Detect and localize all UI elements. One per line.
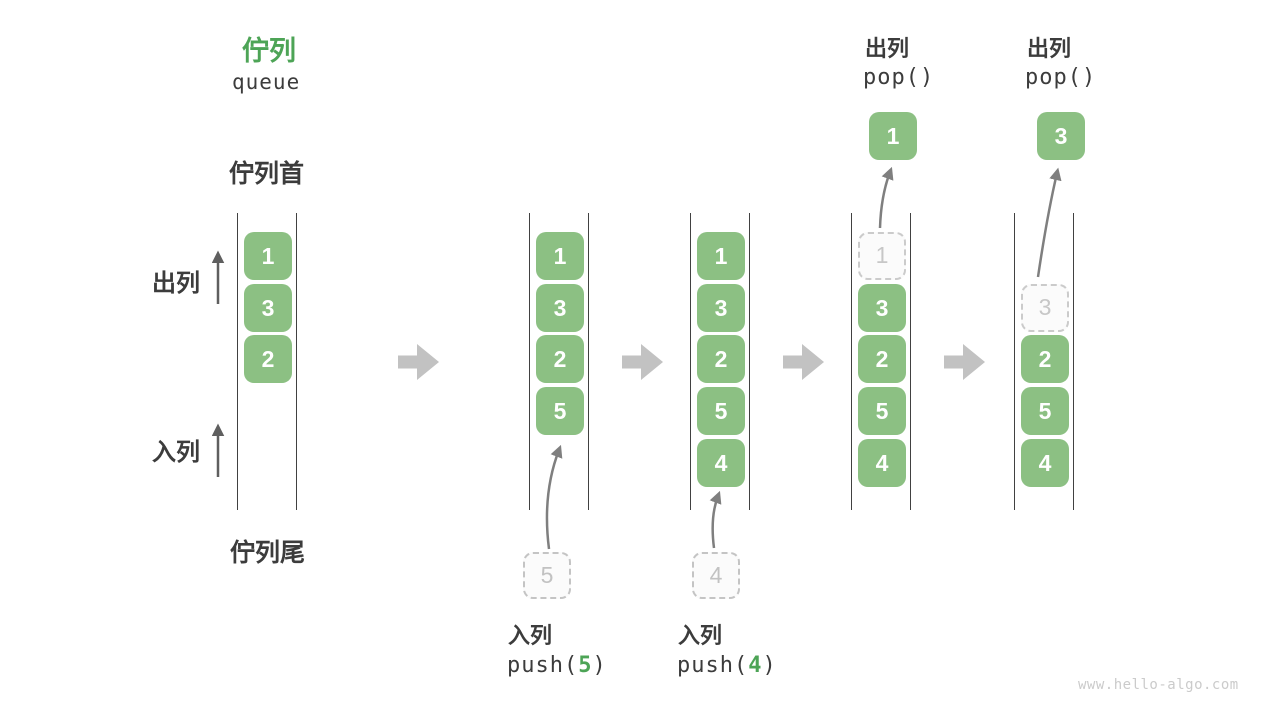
queue-column-4 — [851, 213, 911, 510]
pop-curved-arrow-icon — [1036, 167, 1062, 278]
queue-cell-ghost: 3 — [1021, 284, 1069, 332]
queue-rear-label: 佇列尾 — [230, 539, 306, 567]
queue-cell: 1 — [244, 232, 292, 280]
queue-cell: 3 — [536, 284, 584, 332]
push-call-open: push( — [507, 653, 579, 678]
diagram-title-en: queue — [232, 70, 301, 94]
step-right-block-arrow-icon — [783, 344, 824, 380]
queue-column-2 — [529, 213, 589, 510]
push-op-label: 入列 — [678, 623, 723, 648]
push-call-label: push(5) — [507, 653, 607, 678]
pop-curved-arrow-icon — [878, 166, 894, 229]
push-call-arg: 5 — [578, 653, 593, 678]
staged-value-box: 4 — [692, 552, 740, 599]
enqueue-side-label: 入列 — [152, 439, 200, 466]
push-call-close: ) — [762, 653, 777, 678]
push-call-close: ) — [592, 653, 607, 678]
queue-cell: 3 — [697, 284, 745, 332]
queue-cell-ghost: 1 — [858, 232, 906, 280]
popped-value-box: 1 — [869, 112, 917, 160]
queue-cell: 1 — [536, 232, 584, 280]
queue-cell: 4 — [697, 439, 745, 487]
queue-front-label: 佇列首 — [229, 160, 305, 188]
push-call-open: push( — [677, 653, 749, 678]
step-right-block-arrow-icon — [398, 344, 439, 380]
queue-cell: 2 — [536, 335, 584, 383]
queue-cell: 1 — [697, 232, 745, 280]
push-call-label: push(4) — [677, 653, 777, 678]
staged-value-box: 5 — [523, 552, 571, 599]
queue-cell: 5 — [858, 387, 906, 435]
queue-cell: 4 — [858, 439, 906, 487]
watermark: www.hello-algo.com — [1078, 677, 1239, 693]
diagram-title-zh: 佇列 — [242, 36, 296, 66]
queue-column-1 — [237, 213, 297, 510]
dequeue-side-label: 出列 — [152, 270, 200, 297]
push-op-label: 入列 — [508, 623, 553, 648]
queue-cell: 4 — [1021, 439, 1069, 487]
step-right-block-arrow-icon — [622, 344, 663, 380]
queue-cell: 2 — [244, 335, 292, 383]
step-right-block-arrow-icon — [944, 344, 985, 380]
queue-column-5 — [1014, 213, 1074, 510]
queue-cell: 3 — [858, 284, 906, 332]
queue-cell: 2 — [697, 335, 745, 383]
pop-op-label: 出列 — [1027, 36, 1072, 61]
push-curved-arrow-icon — [709, 490, 722, 549]
pop-call-label: pop() — [863, 65, 935, 90]
pop-call-label: pop() — [1025, 65, 1097, 90]
queue-cell: 5 — [1021, 387, 1069, 435]
queue-cell: 5 — [536, 387, 584, 435]
pop-op-label: 出列 — [865, 36, 910, 61]
queue-column-3 — [690, 213, 750, 510]
popped-value-box: 3 — [1037, 112, 1085, 160]
queue-cell: 2 — [858, 335, 906, 383]
queue-cell: 2 — [1021, 335, 1069, 383]
queue-cell: 3 — [244, 284, 292, 332]
push-call-arg: 4 — [748, 653, 763, 678]
push-curved-arrow-icon — [545, 444, 563, 550]
queue-cell: 5 — [697, 387, 745, 435]
